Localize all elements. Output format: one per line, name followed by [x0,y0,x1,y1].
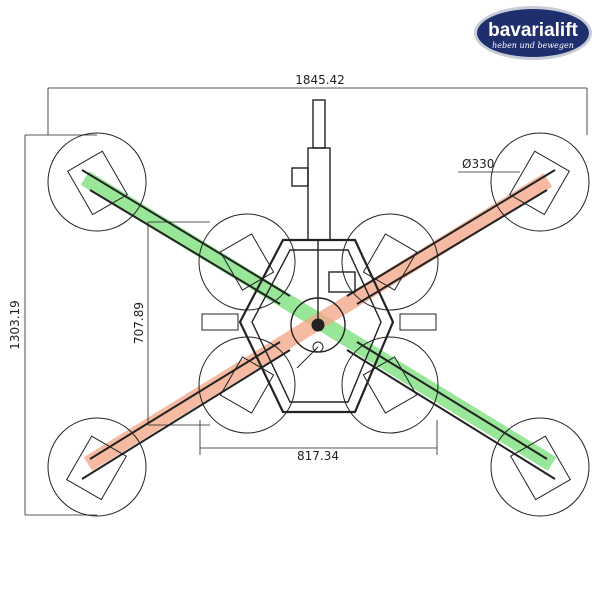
overall-width-label: 1845.42 [295,73,345,87]
bavarialift-logo: bavarialift heben und bewegen [474,6,592,60]
mast [291,99,356,330]
suction-pad-inner-top-right [341,213,439,311]
center-rotator [290,297,346,369]
inner-width-label: 817.34 [297,449,339,463]
support-arms [81,169,556,480]
pad-diameter-label: Ø330 [462,157,494,171]
suction-pad-outer-top-right [490,132,590,232]
inner-height-label: 707.89 [132,302,146,344]
suction-pad-outer-top-left [47,132,147,232]
logo-tagline: heben und bewegen [492,41,574,50]
dimension-lines [24,87,588,516]
logo-brand: bavarialift [488,20,578,41]
side-stub-right [399,313,437,331]
hexagon-frame [238,238,395,414]
overall-height-label: 1303.19 [8,300,22,350]
side-stub-left [201,313,239,331]
suction-pad-inner-bottom-right [341,336,439,434]
